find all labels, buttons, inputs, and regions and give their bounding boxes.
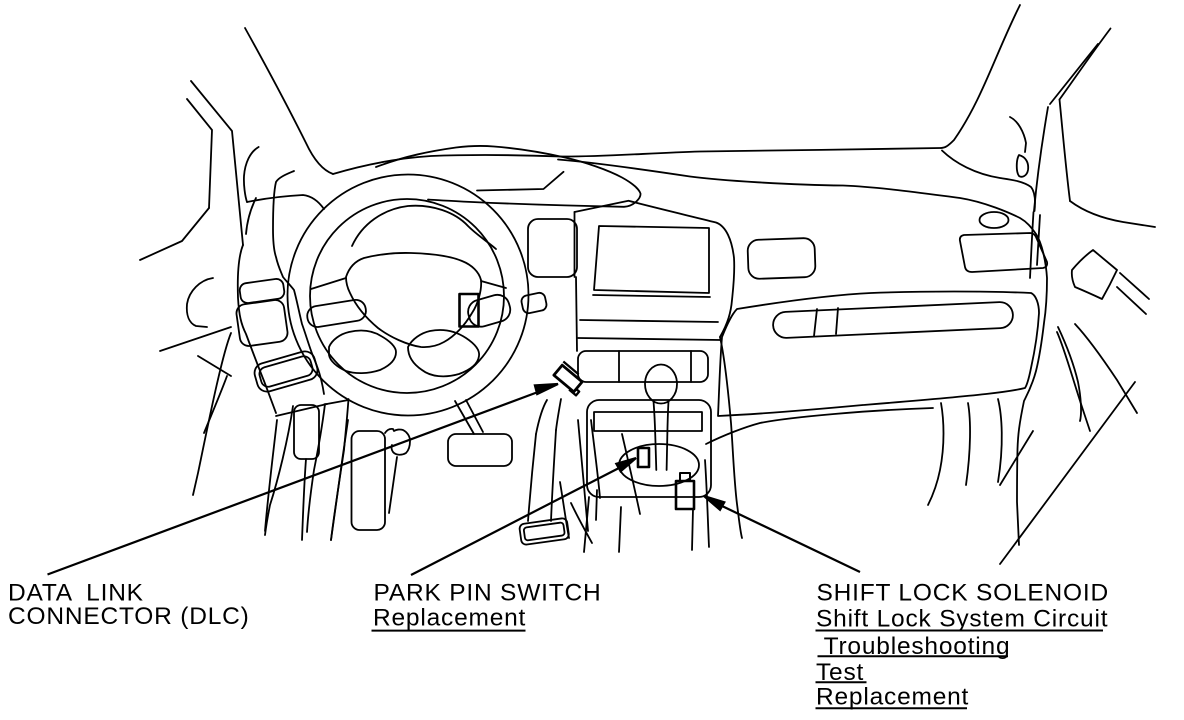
svg-text:Replacement: Replacement [373,605,526,632]
svg-text:Replacement: Replacement [816,683,969,710]
svg-text:SHIFT LOCK SOLENOID: SHIFT LOCK SOLENOID [817,580,1109,607]
svg-text:PARK PIN SWITCH: PARK PIN SWITCH [374,580,602,607]
svg-text:DATA LINK: DATA LINK [8,579,144,606]
svg-text:CONNECTOR (DLC): CONNECTOR (DLC) [8,603,250,630]
svg-text:Shift Lock System Circuit: Shift Lock System Circuit [816,605,1108,632]
